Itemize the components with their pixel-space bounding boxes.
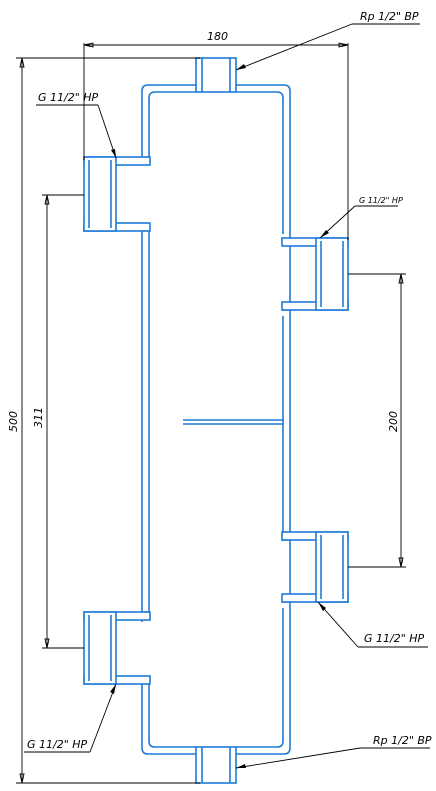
callout-right-top-port: G 11/2" НР: [319, 196, 403, 239]
left-bottom-port: [83, 611, 151, 685]
dimension-500-label: 500: [7, 411, 20, 432]
right-top-port: [281, 237, 349, 311]
dimension-180-label: 180: [207, 30, 228, 43]
dimension-200-label: 200: [387, 411, 400, 432]
bottom-nozzle: [195, 746, 237, 784]
dimension-180: 180: [83, 30, 349, 240]
dimension-200: 200: [348, 273, 406, 568]
callout-left-top-port: G 11/2" НР: [36, 91, 117, 159]
dimension-500: 500: [7, 57, 200, 784]
dimension-311-label: 311: [32, 407, 45, 428]
callout-right-bottom-port: G 11/2" НР: [317, 601, 428, 648]
callout-right-top-port-label: G 11/2" НР: [359, 196, 403, 205]
callout-right-bottom-port-label: G 11/2" НР: [364, 632, 425, 645]
callout-left-top-port-label: G 11/2" НР: [38, 91, 99, 104]
callout-top-connection: Rp 1/2" ВР: [235, 10, 420, 71]
callout-top-connection-label: Rp 1/2" ВР: [360, 10, 419, 23]
dimension-311: 311: [32, 194, 84, 649]
top-nozzle: [195, 57, 237, 93]
callout-bottom-connection: Rp 1/2" ВР: [235, 734, 432, 769]
callout-bottom-connection-label: Rp 1/2" ВР: [373, 734, 432, 747]
right-bottom-port: [281, 531, 349, 603]
callout-left-bottom-port-label: G 11/2" НР: [27, 738, 88, 751]
vessel-body: [141, 84, 291, 755]
left-top-port: [83, 156, 151, 232]
callout-left-bottom-port: G 11/2" НР: [24, 683, 117, 753]
vessel-inner-wall: [148, 91, 284, 748]
